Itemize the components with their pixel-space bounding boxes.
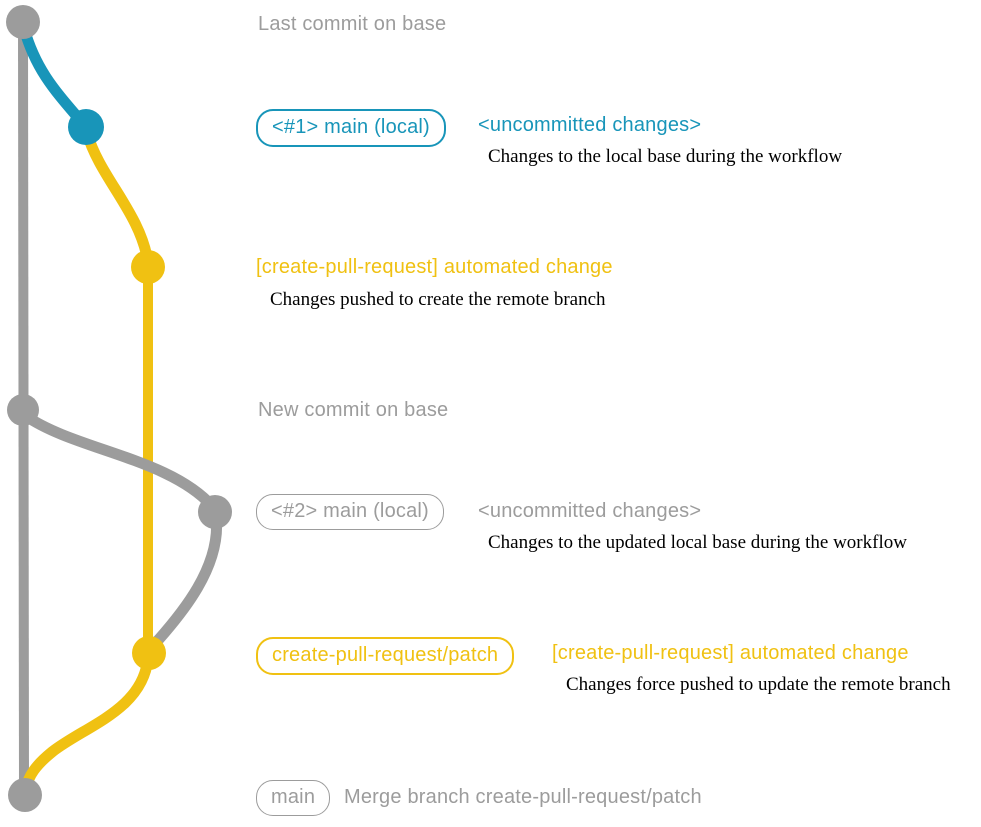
uncommitted-changes-1-label: <uncommitted changes> (478, 114, 702, 136)
last-commit-label: Last commit on base (258, 13, 447, 35)
force-push-curve (146, 510, 223, 653)
automated-change-1-note: Changes pushed to create the remote bran… (270, 289, 606, 310)
new-commit-label: New commit on base (258, 399, 449, 421)
commit-dot-local-2 (198, 495, 232, 529)
merge-curve (20, 652, 154, 795)
branch-badge-patch: create-pull-request/patch (256, 637, 515, 675)
merge-message-label: Merge branch create-pull-request/patch (344, 786, 702, 808)
uncommitted-changes-2-note: Changes to the updated local base during… (488, 532, 907, 553)
automated-change-2-label: [create-pull-request] automated change (552, 642, 909, 664)
create-branch-curve (81, 127, 154, 268)
commit-dot-merge (8, 778, 42, 812)
branch-badge-main-local-1: <#1> main (local) (256, 109, 446, 147)
commit-dot-automated-1 (131, 250, 165, 284)
uncommitted-changes-1-note: Changes to the local base during the wor… (488, 146, 843, 167)
automated-change-1-label: [create-pull-request] automated change (256, 256, 613, 278)
commit-dot-local-1 (68, 109, 104, 145)
local-change-2-curve (20, 410, 219, 513)
commit-dot-automated-2 (132, 636, 166, 670)
uncommitted-changes-2-label: <uncommitted changes> (478, 500, 702, 522)
automated-change-2-note: Changes force pushed to update the remot… (566, 674, 951, 695)
branch-badge-main: main (256, 780, 331, 816)
commit-dot-new-base (7, 394, 39, 426)
branch-badge-main-local-2: <#2> main (local) (256, 494, 444, 530)
commit-dot-last-base (6, 5, 40, 39)
